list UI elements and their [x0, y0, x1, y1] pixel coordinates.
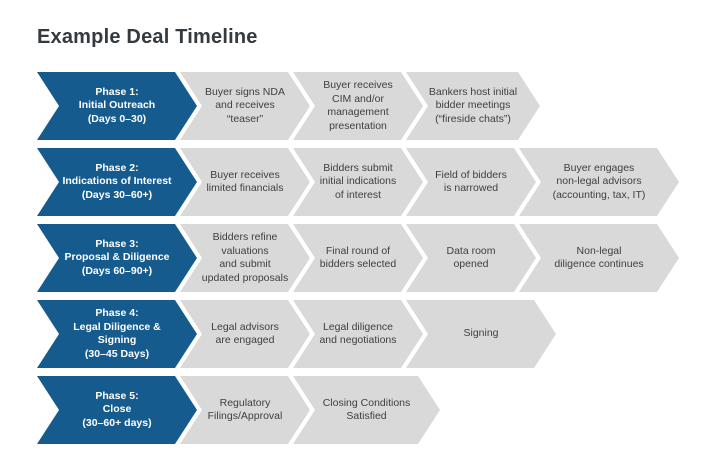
- step-arrow: Field of bidders is narrowed: [406, 148, 536, 216]
- deal-timeline-diagram: Phase 1: Initial Outreach (Days 0–30) Bu…: [0, 72, 706, 444]
- step-label: Bidders refine valuations and submit upd…: [201, 231, 289, 284]
- step-label: Data room opened: [446, 244, 496, 270]
- phase-1-label: Phase 1: Initial Outreach (Days 0–30): [78, 85, 156, 125]
- step-arrow: Buyer engages non-legal advisors (accoun…: [519, 148, 679, 216]
- step-label: Bidders submit initial indications of in…: [319, 161, 397, 201]
- step-arrow: Non-legal diligence continues: [519, 224, 679, 292]
- step-label: Buyer engages non-legal advisors (accoun…: [552, 161, 646, 201]
- step-arrow: Bankers host initial bidder meetings (“f…: [406, 72, 540, 140]
- step-arrow: Closing Conditions Satisfied: [293, 376, 440, 444]
- timeline-row-phase-2: Phase 2: Indications of Interest (Days 3…: [37, 148, 706, 216]
- timeline-row-phase-5: Phase 5: Close (30–60+ days) Regulatory …: [37, 376, 706, 444]
- phase-4-label: Phase 4: Legal Diligence & Signing (30–4…: [73, 307, 161, 360]
- step-label: Field of bidders is narrowed: [435, 168, 507, 194]
- step-arrow: Legal advisors are engaged: [180, 300, 310, 368]
- step-arrow: Legal diligence and negotiations: [293, 300, 423, 368]
- step-arrow: Buyer receives CIM and/or management pre…: [293, 72, 423, 140]
- step-arrow: Regulatory Filings/Approval: [180, 376, 310, 444]
- step-arrow: Bidders refine valuations and submit upd…: [180, 224, 310, 292]
- step-label: Bankers host initial bidder meetings (“f…: [428, 85, 518, 125]
- step-label: Buyer receives limited financials: [206, 168, 284, 194]
- step-label: Signing: [463, 327, 499, 340]
- timeline-row-phase-3: Phase 3: Proposal & Diligence (Days 60–9…: [37, 224, 706, 292]
- step-label: Legal diligence and negotiations: [319, 320, 397, 346]
- phase-3-arrow: Phase 3: Proposal & Diligence (Days 60–9…: [37, 224, 197, 292]
- step-arrow: Final round of bidders selected: [293, 224, 423, 292]
- phase-4-arrow: Phase 4: Legal Diligence & Signing (30–4…: [37, 300, 197, 368]
- step-label: Legal advisors are engaged: [211, 320, 279, 346]
- timeline-row-phase-1: Phase 1: Initial Outreach (Days 0–30) Bu…: [37, 72, 706, 140]
- timeline-row-phase-4: Phase 4: Legal Diligence & Signing (30–4…: [37, 300, 706, 368]
- phase-5-label: Phase 5: Close (30–60+ days): [82, 389, 152, 429]
- step-arrow: Buyer signs NDA and receives “teaser”: [180, 72, 310, 140]
- step-label: Regulatory Filings/Approval: [207, 396, 283, 422]
- step-label: Buyer signs NDA and receives “teaser”: [205, 85, 285, 125]
- step-label: Buyer receives CIM and/or management pre…: [323, 79, 393, 132]
- step-arrow: Data room opened: [406, 224, 536, 292]
- step-arrow: Buyer receives limited financials: [180, 148, 310, 216]
- step-arrow: Bidders submit initial indications of in…: [293, 148, 423, 216]
- step-label: Non-legal diligence continues: [554, 244, 644, 270]
- phase-2-label: Phase 2: Indications of Interest (Days 3…: [62, 161, 172, 201]
- step-label: Closing Conditions Satisfied: [322, 396, 411, 422]
- step-label: Final round of bidders selected: [319, 244, 397, 270]
- phase-5-arrow: Phase 5: Close (30–60+ days): [37, 376, 197, 444]
- phase-2-arrow: Phase 2: Indications of Interest (Days 3…: [37, 148, 197, 216]
- phase-3-label: Phase 3: Proposal & Diligence (Days 60–9…: [64, 237, 170, 277]
- page-title: Example Deal Timeline: [37, 26, 258, 48]
- phase-1-arrow: Phase 1: Initial Outreach (Days 0–30): [37, 72, 197, 140]
- step-arrow: Signing: [406, 300, 556, 368]
